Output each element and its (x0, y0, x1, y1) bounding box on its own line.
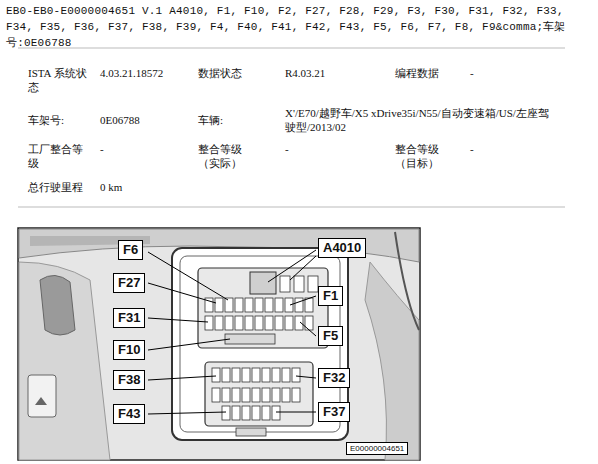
callout-label: F31 (113, 308, 145, 328)
separator-line (18, 48, 565, 49)
field-label: 车辆: (198, 113, 223, 127)
callout-label: F27 (113, 273, 145, 293)
field-value: X'/E70/越野车/X5 xDrive35i/N55/自动变速箱/US/左座驾… (285, 106, 553, 134)
callout-label: F5 (318, 326, 343, 346)
field-label: 整合等级（目标） (395, 142, 455, 170)
field-value: 4.03.21.18572 (100, 66, 163, 80)
header-title: EB0-EB0-E0000004651 V.1 A4010, F1, F10, … (6, 3, 581, 51)
field-value: - (285, 142, 289, 156)
field-label: 编程数据 (395, 66, 439, 80)
callout-label: F1 (318, 286, 343, 306)
image-id: E00000004651 (346, 442, 408, 455)
leader-lines (148, 250, 316, 414)
field-label: 车架号: (28, 113, 64, 127)
callout-label: A4010 (318, 238, 366, 258)
callout-label: F6 (118, 240, 143, 260)
field-label: 总行驶里程 (28, 180, 83, 194)
field-value: R4.03.21 (285, 66, 325, 80)
field-value: - (470, 142, 474, 156)
field-value: 0E06788 (100, 113, 140, 127)
separator-line (18, 207, 565, 208)
callout-label: F10 (113, 340, 145, 360)
callout-label: F43 (113, 404, 145, 424)
callout-label: F38 (113, 370, 145, 390)
field-label: 工厂整合等级 (28, 142, 90, 170)
field-label: 数据状态 (198, 66, 242, 80)
callout-label: F37 (318, 402, 350, 422)
field-label: ISTA 系统状态 (28, 66, 90, 94)
illustration-frame (18, 228, 420, 460)
callout-label: F32 (318, 368, 350, 388)
field-value: - (470, 66, 474, 80)
field-value: - (100, 142, 104, 156)
field-label: 整合等级（实际） (198, 142, 258, 170)
field-value: 0 km (100, 180, 122, 194)
